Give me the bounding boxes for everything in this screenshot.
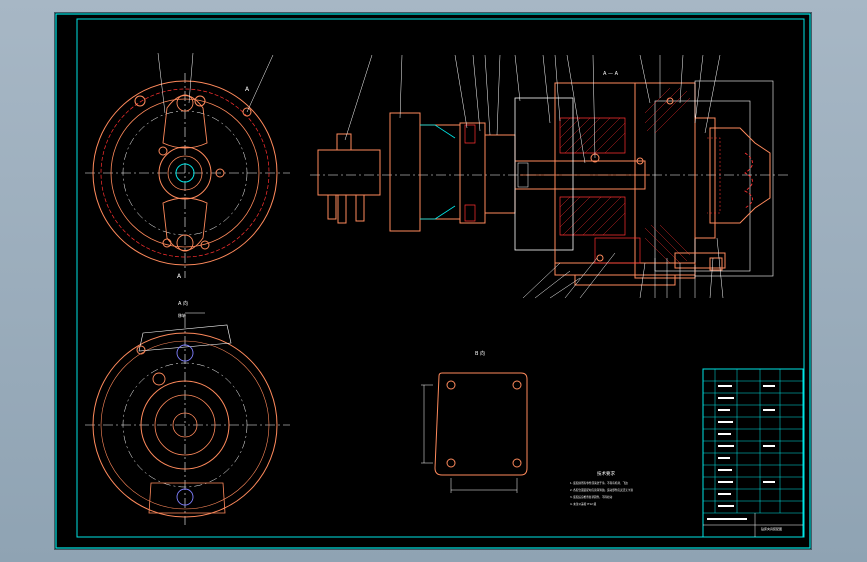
outer-border [55, 13, 811, 549]
view-label-a-bottom: A [177, 273, 182, 280]
bottom-left-round-view: A 向 移轴 [85, 300, 290, 525]
section-label: A — A [603, 71, 619, 77]
tech-note-line: 2. 各配合面装配时应涂润滑油，运动部件应灵活无卡滞 [570, 488, 633, 492]
view-title-a: A 向 [178, 300, 188, 307]
plate-view: B 向 [421, 350, 528, 493]
top-left-round-view: A A [85, 52, 290, 280]
tech-note-line: 3. 装配后应检查各紧固件，不得松动 [570, 495, 613, 499]
tech-notes: 技术要求 1. 装配前所有零件须清洗干净，不得有毛刺、飞边 2. 各配合面装配时… [570, 470, 633, 506]
title-block-name: 钻床夹具装配图 [761, 526, 782, 531]
tech-note-line: 1. 装配前所有零件须清洗干净，不得有毛刺、飞边 [570, 481, 628, 485]
view-tag: 移轴 [178, 312, 186, 318]
cad-drawing: A A A 向 移轴 [55, 13, 811, 549]
main-section-view: A — A [310, 54, 790, 299]
view-label-a-top: A [245, 86, 250, 93]
tech-note-line: 4. 未注公差按 IT12 级 [570, 502, 597, 506]
drawing-sheet: A A A 向 移轴 [55, 13, 811, 549]
tech-notes-title: 技术要求 [597, 470, 615, 477]
parts-list-table: 钻床夹具装配图 [702, 368, 804, 538]
inner-border [76, 18, 805, 538]
plate-title: B 向 [475, 350, 485, 357]
